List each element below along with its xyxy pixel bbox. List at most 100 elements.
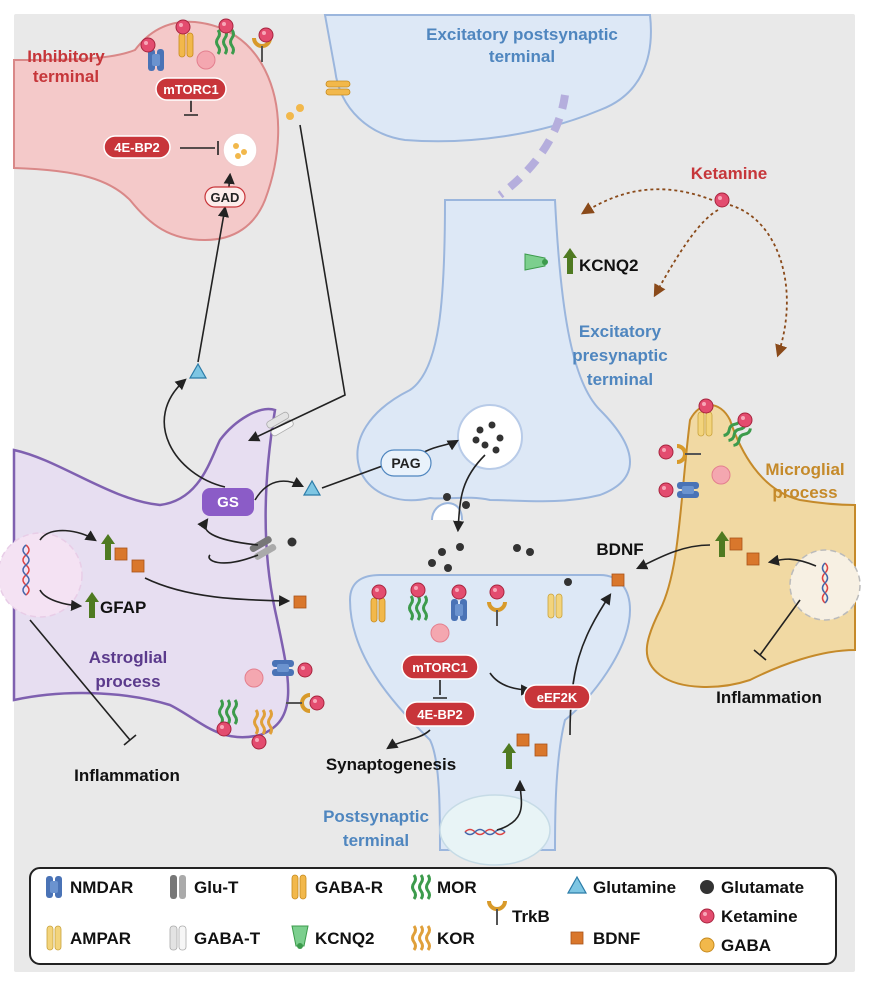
4ebp2-label-bottom: 4E-BP2	[417, 707, 463, 722]
legend-label-trkb: TrkB	[512, 907, 550, 926]
legend-label-gaba-t: GABA-T	[194, 929, 261, 948]
glutamate-icon	[700, 880, 714, 894]
excitatory-presynaptic-label-3: terminal	[587, 370, 653, 389]
legend-label-glutamate: Glutamate	[721, 878, 804, 897]
legend-label-gaba-r: GABA-R	[315, 878, 383, 897]
gaba-icon	[286, 112, 294, 120]
inflammation-left-label: Inflammation	[74, 766, 180, 785]
ketamine-arrow-kcnq2	[653, 209, 719, 298]
postsynaptic-terminal-label-2: terminal	[343, 831, 409, 850]
inhibit-line-4ebp2	[180, 141, 219, 155]
inflammation-right-label: Inflammation	[716, 688, 822, 707]
gad-label: GAD	[211, 190, 240, 205]
eef2k-pill	[523, 684, 591, 710]
bdnf-icon	[729, 537, 743, 551]
legend-label-kcnq2: KCNQ2	[315, 929, 375, 948]
ketamine-icon	[410, 582, 426, 598]
ketamine-icon	[737, 412, 753, 428]
eef2k-label: eEF2K	[537, 690, 578, 705]
bdnf-icon	[131, 559, 145, 573]
4ebp2-pill-bottom	[404, 701, 476, 727]
inhibitory-vesicle	[222, 132, 258, 168]
gad-pill	[204, 186, 246, 208]
legend-label-gaba: GABA	[721, 936, 771, 955]
kcnq2-label: KCNQ2	[579, 256, 639, 275]
ketamine-icon	[216, 721, 232, 737]
mtorc1-label-top: mTORC1	[163, 82, 218, 97]
legend-box	[29, 867, 837, 965]
mtorc1-pill-bottom	[401, 654, 479, 680]
dashed-axon	[497, 94, 569, 199]
microglial-process-label-1: Microglial	[765, 460, 844, 479]
excitatory-presynaptic-label-2: presynaptic	[572, 346, 667, 365]
question-icon	[244, 668, 264, 688]
microglial-nucleus	[789, 549, 861, 621]
legend-label-ketamine: Ketamine	[721, 907, 798, 926]
inhibitory-terminal-label-1: Inhibitory	[27, 47, 105, 66]
excitatory-presynaptic-terminal	[356, 199, 631, 503]
4ebp2-label-top: 4E-BP2	[114, 140, 160, 155]
bdnf-icon	[114, 547, 128, 561]
astroglial-process-label-1: Astroglial	[89, 648, 167, 667]
ketamine-icon	[175, 19, 191, 35]
ketamine-arrow-presynaptic	[580, 188, 713, 215]
legend-label-ampar: AMPAR	[70, 929, 131, 948]
ketamine-icon	[218, 18, 234, 34]
ketamine-icon	[451, 584, 467, 600]
gs-label: GS	[217, 494, 239, 511]
glutamine-icon	[302, 479, 322, 496]
bdnf-icon	[293, 595, 307, 609]
astroglial-process-label-2: process	[95, 672, 160, 691]
mtorc1-label-bottom: mTORC1	[412, 660, 467, 675]
legend-label-mor: MOR	[437, 878, 477, 897]
legend-label-glu-t: Glu-T	[194, 878, 239, 897]
ketamine-icon	[371, 584, 387, 600]
bdnf-icon	[611, 573, 625, 587]
ketamine-icon	[658, 444, 674, 460]
ketamine-icon	[258, 27, 274, 43]
gs-box	[202, 488, 254, 516]
bdnf-icon	[746, 552, 760, 566]
inhibitory-terminal-label-2: terminal	[33, 67, 99, 86]
inhibit-inflammation-right	[753, 599, 801, 661]
ketamine-icon	[698, 398, 714, 414]
synaptogenesis-label: Synaptogenesis	[326, 755, 456, 774]
inhibitory-terminal	[13, 20, 280, 242]
microglial-process-label-2: process	[772, 483, 837, 502]
bdnf-icon	[516, 733, 530, 747]
ketamine-icon	[297, 662, 313, 678]
ketamine-icon	[140, 37, 156, 53]
astroglial-nucleus	[0, 532, 83, 618]
glutamate-icon	[287, 537, 297, 547]
4ebp2-pill-top	[103, 135, 171, 159]
excitatory-postsynaptic-terminal-top	[323, 14, 652, 143]
bdnf-label: BDNF	[596, 540, 643, 559]
ketamine-icon	[658, 482, 674, 498]
gfap-label: GFAP	[100, 598, 146, 617]
ketamine-arrow-microglia	[729, 204, 788, 358]
legend-label-nmdar: NMDAR	[70, 878, 133, 897]
gaba-icon	[296, 104, 304, 112]
ketamine-label: Ketamine	[691, 164, 768, 183]
gaba-icon	[699, 937, 715, 953]
excitatory-presynaptic-label-1: Excitatory	[579, 322, 662, 341]
legend-label-bdnf: BDNF	[593, 929, 640, 948]
question-icon	[196, 50, 216, 70]
glutamine-icon	[566, 875, 588, 894]
bdnf-icon	[570, 931, 584, 945]
question-icon	[430, 623, 450, 643]
ketamine-icon	[489, 584, 505, 600]
excitatory-postsynaptic-label-1: Excitatory postsynaptic	[426, 25, 618, 44]
glutamine-icon	[188, 362, 208, 379]
ketamine-icon	[714, 192, 730, 208]
pag-pill	[380, 449, 432, 477]
pag-label: PAG	[391, 455, 420, 471]
postsynaptic-terminal-label-1: Postsynaptic	[323, 807, 429, 826]
ketamine-icon	[699, 908, 715, 924]
postsynaptic-nucleus	[439, 794, 551, 866]
ketamine-icon	[251, 734, 267, 750]
bdnf-icon	[534, 743, 548, 757]
legend-label-glutamine: Glutamine	[593, 878, 676, 897]
legend-label-kor: KOR	[437, 929, 475, 948]
